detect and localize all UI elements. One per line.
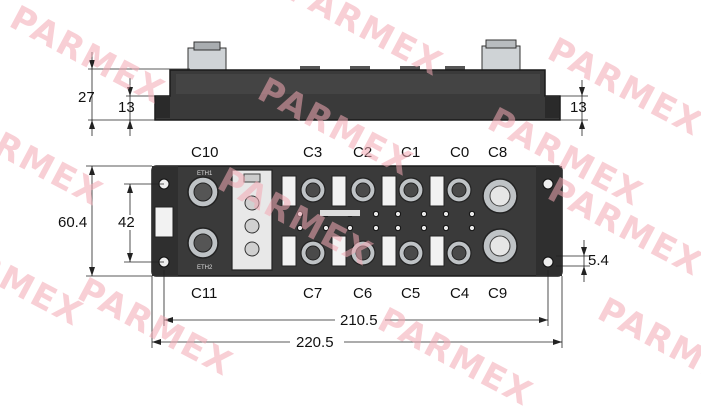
status-led [296, 210, 304, 218]
connector-label-c2: C2 [353, 144, 373, 161]
side-bump [300, 66, 320, 72]
status-led [394, 210, 402, 218]
rotary-switch [244, 195, 260, 211]
dim-label-42: 42 [118, 214, 135, 231]
dim-arrow [127, 87, 133, 96]
dim-label-13-right: 13 [570, 99, 587, 116]
rotary-switch [244, 241, 260, 257]
side-connector-right-cap [485, 39, 517, 49]
io-connector-inner [451, 245, 467, 261]
io-connector-inner [403, 182, 419, 198]
dim-arrow [581, 266, 587, 275]
dim-arrow [89, 166, 95, 175]
status-led [420, 210, 428, 218]
c9-power-connector-inner [489, 235, 511, 257]
connector-label-c3: C3 [303, 144, 323, 161]
side-connector-left [187, 47, 227, 71]
connector-label-c9: C9 [488, 285, 508, 302]
io-connectors [300, 177, 472, 266]
side-housing-shade [176, 74, 540, 94]
dim-label-210-5: 210.5 [340, 312, 378, 329]
dim-label-5-4: 5.4 [588, 252, 609, 269]
dim-arrow [164, 317, 173, 323]
label-window [429, 175, 445, 207]
connector-label-c6: C6 [353, 285, 373, 302]
dim-label-60-4: 60.4 [58, 214, 88, 231]
connector-label-c7: C7 [303, 285, 323, 302]
io-connector-inner [355, 182, 371, 198]
dim-arrow [127, 120, 133, 129]
side-connector-right [481, 45, 521, 73]
label-window [429, 235, 445, 267]
status-led [372, 210, 380, 218]
status-led [346, 224, 354, 232]
status-led [394, 224, 402, 232]
switch-panel-tab [243, 173, 261, 183]
front-view: ETH1 ETH2 [86, 165, 590, 348]
eth1-connector-inner [193, 182, 213, 202]
status-led [372, 224, 380, 232]
brand-strip [320, 210, 360, 216]
io-connector-inner [451, 182, 467, 198]
io-connector-inner [305, 245, 321, 261]
dim-arrow [579, 87, 585, 96]
status-led [468, 224, 476, 232]
status-led [296, 224, 304, 232]
io-connector-inner [355, 245, 371, 261]
io-connector-inner [305, 182, 321, 198]
status-led [322, 224, 330, 232]
dim-arrow [539, 317, 548, 323]
dim-arrow [152, 339, 161, 345]
dim-arrow [127, 253, 133, 262]
dim-arrow [89, 267, 95, 276]
dim-arrow [127, 184, 133, 193]
dim-arrow [581, 247, 587, 256]
dim-arrow [553, 339, 562, 345]
technical-drawing: ETH1 ETH2 [86, 39, 590, 348]
connector-label-c10: C10 [191, 144, 219, 161]
label-window [381, 175, 397, 207]
side-view [88, 39, 588, 136]
mount-hole [542, 178, 554, 190]
eth2-connector-inner [193, 233, 213, 253]
label-window [381, 235, 397, 267]
side-bump [445, 66, 465, 72]
label-window [154, 206, 174, 238]
dim-arrow [579, 120, 585, 129]
connector-label-c8: C8 [488, 144, 508, 161]
status-led [442, 210, 450, 218]
status-led [420, 224, 428, 232]
rotary-switch [244, 218, 260, 234]
mount-hole [542, 256, 554, 268]
connector-label-c1: C1 [401, 144, 421, 161]
connector-label-c5: C5 [401, 285, 421, 302]
connector-label-c11: C11 [191, 285, 218, 302]
connector-label-c4: C4 [450, 285, 470, 302]
connector-label-c0: C0 [450, 144, 470, 161]
side-connector-left-nut [193, 41, 221, 51]
label-window [331, 235, 347, 267]
side-mount-foot-left [156, 96, 170, 118]
label-window [281, 175, 297, 207]
dim-arrow [89, 60, 95, 69]
status-led [442, 224, 450, 232]
eth2-label: ETH2 [197, 265, 213, 271]
side-bump [400, 66, 420, 72]
io-connector-inner [403, 245, 419, 261]
dim-arrow [89, 120, 95, 129]
side-mount-foot-right [545, 96, 559, 118]
side-bump [350, 66, 370, 72]
c8-power-connector-inner [489, 185, 511, 207]
label-window [331, 175, 347, 207]
dim-label-27: 27 [78, 89, 95, 106]
dim-label-13-left: 13 [118, 99, 135, 116]
dim-label-220-5: 220.5 [296, 334, 334, 351]
status-led [468, 210, 476, 218]
eth1-label: ETH1 [197, 171, 213, 177]
label-window [281, 235, 297, 267]
